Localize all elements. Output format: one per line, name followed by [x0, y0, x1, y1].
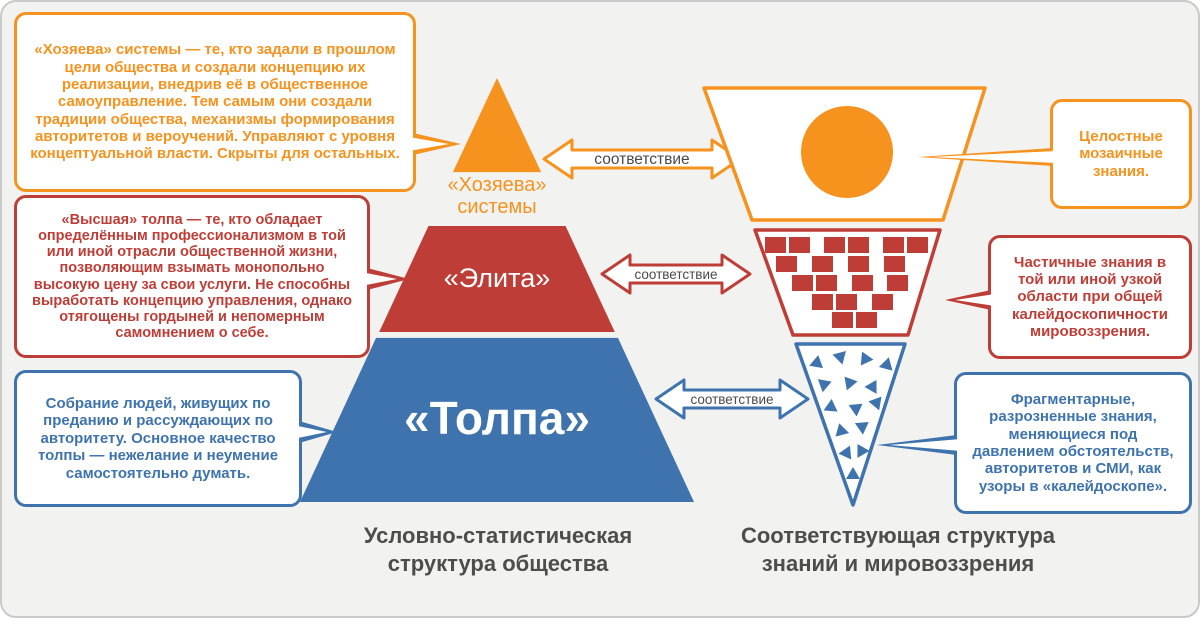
caption-knowledge-structure: Соответствующая структура знаний и миров… — [740, 523, 1056, 576]
callout-tail-inner — [361, 272, 397, 286]
callout-mosaic-knowledge: Целостные мозаичные знания. — [918, 99, 1192, 209]
correspondence-label: соответствие — [690, 392, 773, 407]
pyramid-middle-label: «Элита» — [443, 263, 551, 293]
callout-tail-inner — [930, 151, 1057, 163]
double-arrow-icon — [654, 378, 810, 420]
callout-fragmented-knowledge: Фрагментарные, разрозненные знания, меня… — [877, 372, 1192, 514]
callout-mosaic-text: Целостные мозаичные знания. — [1079, 127, 1163, 180]
callout-masters-text: «Хозяева» системы — те, кто задали в про… — [30, 41, 400, 163]
callout-tail-inner — [293, 425, 327, 439]
pyramid-bottom-segment — [300, 337, 694, 502]
callout-crowd-description: Собрание людей, живущих по преданию и ра… — [14, 370, 337, 507]
correspondence-label: соответствие — [594, 151, 689, 168]
correspondence-arrow-bottom: соответствие — [654, 378, 810, 420]
fragment-triangles-icon — [809, 351, 893, 479]
knowledge-funnel — [702, 86, 987, 507]
callout-elite-description: «Высшая» толпа — те, кто обладает опреде… — [14, 195, 409, 358]
double-arrow-icon — [600, 253, 752, 295]
correspondence-arrow-middle: соответствие — [600, 253, 752, 295]
callout-tail-inner — [409, 137, 449, 151]
callout-tail-inner — [889, 439, 961, 451]
callout-masters-description: «Хозяева» системы — те, кто задали в про… — [14, 12, 461, 192]
pyramid-top-label: «Хозяева» системы — [447, 174, 547, 218]
callout-tail-inner — [955, 294, 995, 306]
callout-partial-knowledge: Частичные знания в той или иной узкой об… — [945, 235, 1192, 359]
callout-crowd-text: Собрание людей, живущих по преданию и ра… — [37, 395, 279, 482]
correspondence-label: соответствие — [634, 267, 717, 282]
callout-elite-text: «Высшая» толпа — те, кто обладает опреде… — [32, 211, 352, 342]
society-pyramid: «Хозяева» системы «Элита» «Толпа» — [300, 78, 694, 502]
mosaic-squares-icon — [765, 237, 928, 328]
pyramid-bottom-label: «Толпа» — [404, 392, 590, 444]
callout-partial-text: Частичные знания в той или иной узкой об… — [1012, 253, 1168, 341]
mosaic-circle-icon — [801, 106, 893, 198]
caption-society-structure: Условно-статистическая структура обществ… — [363, 523, 633, 576]
callout-fragmented-text: Фрагментарные, разрозненные знания, меня… — [972, 390, 1174, 495]
